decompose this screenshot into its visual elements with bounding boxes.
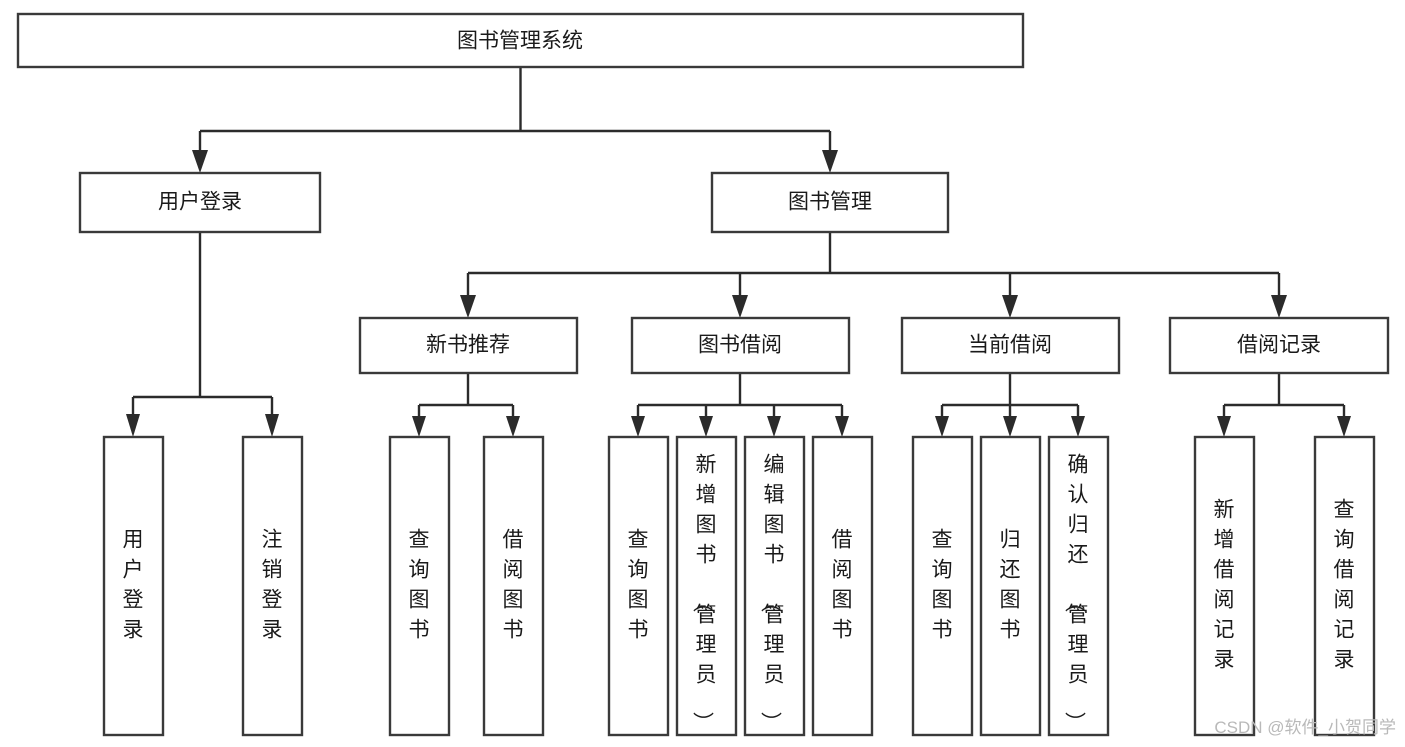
connector-group-book-manage	[460, 232, 1287, 318]
leaf-current-borrow-1[interactable]: 查询图书	[911, 435, 974, 737]
connector-group-user-login	[126, 232, 279, 437]
leaf-new-book-1[interactable]: 查询图书	[388, 435, 451, 737]
node-book-manage-label: 图书管理	[788, 191, 872, 214]
leaf-new-book-2-label: 借阅图书	[503, 529, 524, 642]
leaf-user-login-1-label: 用户登录	[123, 529, 144, 642]
arrow-current-borrow-leaf-2	[1003, 416, 1017, 437]
leaf-current-borrow-2-label: 归还图书	[1000, 529, 1021, 642]
arrow-new-book-leaf-1	[412, 416, 426, 437]
arrow-book-borrow-leaf-4	[835, 416, 849, 437]
leaf-book-borrow-3[interactable]: 编辑图书（管理员）	[743, 435, 806, 737]
leaf-borrow-record-2-label: 查询借阅记录	[1334, 499, 1355, 672]
leaf-user-login-2[interactable]: 注销登录	[241, 435, 304, 737]
node-borrow-record-label: 借阅记录	[1237, 334, 1321, 357]
arrow-borrow-record-leaf-2	[1337, 416, 1351, 437]
leaf-book-borrow-2-label: 新增图书（管理员）	[691, 454, 717, 733]
connector-group-borrow-record	[1217, 373, 1351, 437]
node-root[interactable]: 图书管理系统	[16, 12, 1025, 69]
leaf-current-borrow-3[interactable]: 确认归还（管理员）	[1047, 435, 1110, 737]
leaf-current-borrow-2[interactable]: 归还图书	[979, 435, 1042, 737]
node-new-book-recommend[interactable]: 新书推荐	[358, 316, 579, 375]
arrow-user-login-leaf-1	[126, 414, 140, 437]
arrow-new-book-leaf-2	[506, 416, 520, 437]
arrow-book-manage-to-new-book	[460, 295, 476, 318]
arrow-book-borrow-leaf-1	[631, 416, 645, 437]
leaf-book-borrow-1[interactable]: 查询图书	[607, 435, 670, 737]
leaf-user-login-2-box[interactable]	[241, 435, 304, 737]
node-root-box[interactable]	[16, 12, 1025, 69]
arrow-book-borrow-leaf-2	[699, 416, 713, 437]
node-current-borrow-box[interactable]	[900, 316, 1121, 375]
arrow-book-borrow-leaf-3	[767, 416, 781, 437]
connector-group-new-book-recommend	[412, 373, 520, 437]
leaf-user-login-1-box[interactable]	[102, 435, 165, 737]
leaf-borrow-record-1-box[interactable]	[1193, 435, 1256, 737]
leaf-book-borrow-3-box[interactable]	[743, 435, 806, 737]
leaf-book-borrow-4-box[interactable]	[811, 435, 874, 737]
connector-group-root	[192, 67, 838, 173]
connector-group-book-borrow	[631, 373, 849, 437]
leaf-borrow-record-2[interactable]: 查询借阅记录	[1313, 435, 1376, 737]
node-borrow-record[interactable]: 借阅记录	[1168, 316, 1390, 375]
arrow-book-manage-to-borrow	[732, 295, 748, 318]
node-current-borrow[interactable]: 当前借阅	[900, 316, 1121, 375]
leaf-current-borrow-2-box[interactable]	[979, 435, 1042, 737]
leaf-book-borrow-2-box[interactable]	[675, 435, 738, 737]
leaf-book-borrow-4-label: 借阅图书	[832, 529, 853, 642]
node-borrow-record-box[interactable]	[1168, 316, 1390, 375]
arrow-user-login-leaf-2	[265, 414, 279, 437]
leaf-borrow-record-2-box[interactable]	[1313, 435, 1376, 737]
node-book-borrow[interactable]: 图书借阅	[630, 316, 851, 375]
node-book-borrow-label: 图书借阅	[698, 334, 782, 357]
leaf-borrow-record-1[interactable]: 新增借阅记录	[1193, 435, 1256, 737]
leaf-user-login-2-label: 注销登录	[262, 529, 283, 642]
leaf-borrow-record-1-label: 新增借阅记录	[1214, 499, 1235, 672]
leaf-new-book-1-label: 查询图书	[409, 529, 430, 642]
leaf-current-borrow-1-box[interactable]	[911, 435, 974, 737]
node-current-borrow-label: 当前借阅	[968, 334, 1052, 357]
leaf-book-borrow-1-box[interactable]	[607, 435, 670, 737]
leaf-new-book-2-box[interactable]	[482, 435, 545, 737]
node-book-borrow-box[interactable]	[630, 316, 851, 375]
node-user-login-box[interactable]	[78, 171, 322, 234]
node-user-login-label: 用户登录	[158, 191, 242, 214]
arrow-root-to-user-login	[192, 150, 208, 173]
csdn-watermark: CSDN @软件_小贺同学	[1214, 718, 1396, 737]
leaf-user-login-1[interactable]: 用户登录	[102, 435, 165, 737]
arrow-root-to-book-manage	[822, 150, 838, 173]
node-new-book-recommend-box[interactable]	[358, 316, 579, 375]
arrow-book-manage-to-record	[1271, 295, 1287, 318]
arrow-borrow-record-leaf-1	[1217, 416, 1231, 437]
node-user-login[interactable]: 用户登录	[78, 171, 322, 234]
node-book-manage-box[interactable]	[710, 171, 950, 234]
arrow-current-borrow-leaf-3	[1071, 416, 1085, 437]
node-book-manage[interactable]: 图书管理	[710, 171, 950, 234]
leaf-current-borrow-3-label: 确认归还（管理员）	[1063, 454, 1089, 733]
arrow-current-borrow-leaf-1	[935, 416, 949, 437]
leaf-book-borrow-4[interactable]: 借阅图书	[811, 435, 874, 737]
leaf-new-book-2[interactable]: 借阅图书	[482, 435, 545, 737]
connector-group-current-borrow	[935, 373, 1085, 437]
leaf-book-borrow-3-label: 编辑图书（管理员）	[759, 454, 785, 733]
leaf-book-borrow-2[interactable]: 新增图书（管理员）	[675, 435, 738, 737]
leaf-current-borrow-1-label: 查询图书	[932, 529, 953, 642]
arrow-book-manage-to-current	[1002, 295, 1018, 318]
leaf-current-borrow-3-box[interactable]	[1047, 435, 1110, 737]
leaf-book-borrow-1-label: 查询图书	[628, 529, 649, 642]
leaf-new-book-1-box[interactable]	[388, 435, 451, 737]
node-root-label: 图书管理系统	[457, 30, 583, 53]
node-new-book-recommend-label: 新书推荐	[426, 334, 510, 357]
